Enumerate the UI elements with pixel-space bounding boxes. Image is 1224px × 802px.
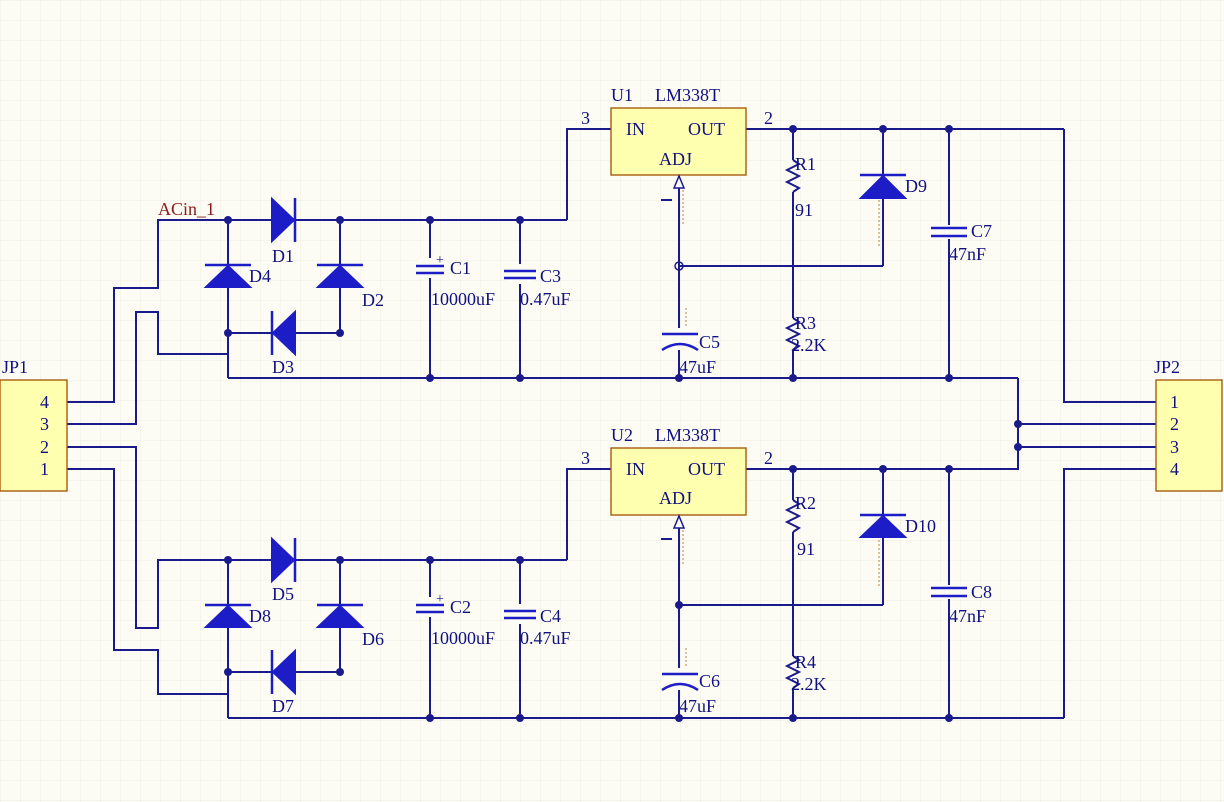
svg-text:3: 3 — [581, 448, 590, 468]
wires — [67, 128, 1156, 719]
svg-text:91: 91 — [797, 539, 815, 559]
jp1-pin-label: 3 — [40, 414, 49, 434]
diode-d8: D8 — [203, 603, 271, 628]
svg-text:47uF: 47uF — [679, 357, 716, 377]
svg-text:C7: C7 — [971, 221, 992, 241]
resistor-r4: R4 2.2K — [784, 652, 827, 694]
svg-text:D6: D6 — [362, 629, 384, 649]
u1-part: LM338T — [655, 85, 720, 105]
jp1-pin-label: 1 — [40, 459, 49, 479]
capacitor-c2: + C2 10000uF — [416, 592, 495, 648]
svg-text:10000uF: 10000uF — [431, 628, 495, 648]
jp1-ref: JP1 — [2, 357, 28, 377]
svg-text:2.2K: 2.2K — [791, 335, 827, 355]
resistor-r1: R1 91 — [784, 154, 816, 220]
svg-text:2.2K: 2.2K — [791, 674, 827, 694]
svg-text:R3: R3 — [795, 313, 816, 333]
capacitor-c3: C3 0.47uF — [504, 264, 571, 309]
svg-text:D2: D2 — [362, 290, 384, 310]
svg-text:OUT: OUT — [688, 459, 725, 479]
svg-text:IN: IN — [626, 459, 645, 479]
resistor-r2: R2 91 — [784, 493, 816, 559]
svg-text:C1: C1 — [450, 258, 471, 278]
svg-text:2: 2 — [764, 108, 773, 128]
diode-d5: D5 — [271, 536, 297, 604]
jp2-pin-label: 1 — [1170, 392, 1179, 412]
diode-d3: D3 — [270, 309, 296, 377]
capacitor-c8: C8 47nF — [931, 582, 992, 626]
svg-text:OUT: OUT — [688, 119, 725, 139]
svg-text:3: 3 — [581, 108, 590, 128]
svg-text:C4: C4 — [540, 606, 561, 626]
svg-text:0.47uF: 0.47uF — [520, 628, 571, 648]
svg-text:0.47uF: 0.47uF — [520, 289, 571, 309]
jp1-pin-label: 4 — [40, 392, 49, 412]
svg-text:47uF: 47uF — [679, 696, 716, 716]
connector-jp2: JP2 1 2 3 4 — [1154, 357, 1223, 492]
junctions — [224, 125, 1022, 722]
svg-text:C5: C5 — [699, 332, 720, 352]
capacitor-c1: + C1 10000uF — [416, 253, 495, 309]
svg-text:IN: IN — [626, 119, 645, 139]
svg-text:47nF: 47nF — [949, 606, 986, 626]
connector-jp1: JP1 4 3 2 1 — [0, 357, 68, 492]
u2-ref: U2 — [611, 425, 633, 445]
svg-text:C3: C3 — [540, 266, 561, 286]
svg-text:+: + — [436, 253, 444, 268]
svg-text:47nF: 47nF — [949, 244, 986, 264]
svg-text:D10: D10 — [905, 516, 936, 536]
diode-d10: D10 — [858, 513, 936, 586]
jp2-pin-label: 4 — [1170, 459, 1179, 479]
u2-part: LM338T — [655, 425, 720, 445]
capacitor-c6: C6 47uF — [661, 530, 720, 716]
resistor-r3: R3 2.2K — [784, 313, 827, 355]
svg-text:+: + — [436, 592, 444, 607]
jp2-ref: JP2 — [1154, 357, 1180, 377]
svg-text:C8: C8 — [971, 582, 992, 602]
diode-d1: D1 — [271, 196, 297, 266]
capacitor-c4: C4 0.47uF — [504, 604, 571, 648]
svg-text:ADJ: ADJ — [659, 149, 692, 169]
jp2-pin-label: 2 — [1170, 414, 1179, 434]
jp1-pin-label: 2 — [40, 437, 49, 457]
svg-text:R1: R1 — [795, 154, 816, 174]
diode-d2: D2 — [315, 263, 384, 310]
regulator-u2: U2 LM338T IN OUT ADJ 3 2 — [581, 425, 773, 529]
svg-text:D8: D8 — [249, 606, 271, 626]
diode-d7: D7 — [270, 648, 296, 716]
svg-text:R2: R2 — [795, 493, 816, 513]
svg-text:R4: R4 — [795, 652, 816, 672]
svg-text:D7: D7 — [272, 696, 294, 716]
svg-text:C2: C2 — [450, 597, 471, 617]
capacitor-c5: C5 47uF — [661, 190, 720, 377]
u1-ref: U1 — [611, 85, 633, 105]
svg-text:91: 91 — [795, 200, 813, 220]
regulator-u1: U1 LM338T IN OUT ADJ 3 2 — [581, 85, 773, 189]
svg-text:10000uF: 10000uF — [431, 289, 495, 309]
diode-d4: D4 — [203, 263, 271, 288]
jp2-pin-label: 3 — [1170, 437, 1179, 457]
svg-text:2: 2 — [764, 448, 773, 468]
svg-text:D9: D9 — [905, 176, 927, 196]
svg-text:D4: D4 — [249, 266, 271, 286]
diode-d9: D9 — [858, 173, 927, 246]
svg-text:D5: D5 — [272, 584, 294, 604]
svg-text:D1: D1 — [272, 246, 294, 266]
capacitor-c7: C7 47nF — [931, 221, 992, 264]
svg-text:D3: D3 — [272, 357, 294, 377]
net-label: ACin_1 — [158, 199, 215, 219]
svg-text:C6: C6 — [699, 671, 720, 691]
svg-text:ADJ: ADJ — [659, 488, 692, 508]
diode-d6: D6 — [315, 603, 384, 649]
